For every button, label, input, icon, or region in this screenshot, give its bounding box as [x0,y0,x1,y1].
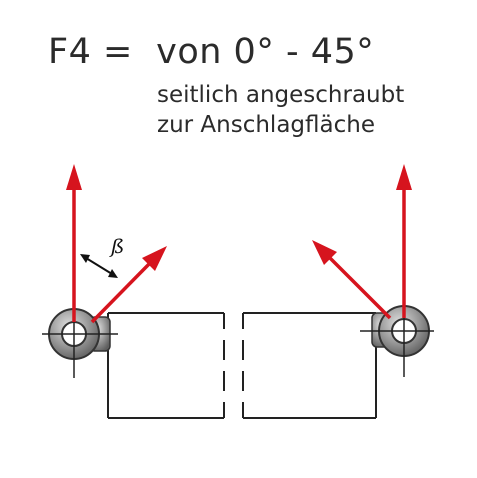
load-case-label: F4 = [48,32,133,72]
angle-range: von 0° - 45° [156,32,375,72]
force-arrow-icon [312,240,392,320]
workpiece-block-left [107,312,225,419]
angle-symbol: ß [109,234,124,258]
force-arrow-icon [90,246,167,324]
eyebolt-icon [360,300,434,377]
angle-arrow-icon [80,254,118,278]
formula-heading: F4 = von 0° - 45° [48,32,374,72]
force-arrow-icon [66,164,82,322]
description-line-2: zur Anschlagfläche [157,112,375,138]
eyebolt-icon [42,304,118,378]
workpiece-block-right [242,312,377,419]
force-arrow-icon [396,164,412,318]
description-line-1: seitlich angeschraubt [157,82,405,108]
